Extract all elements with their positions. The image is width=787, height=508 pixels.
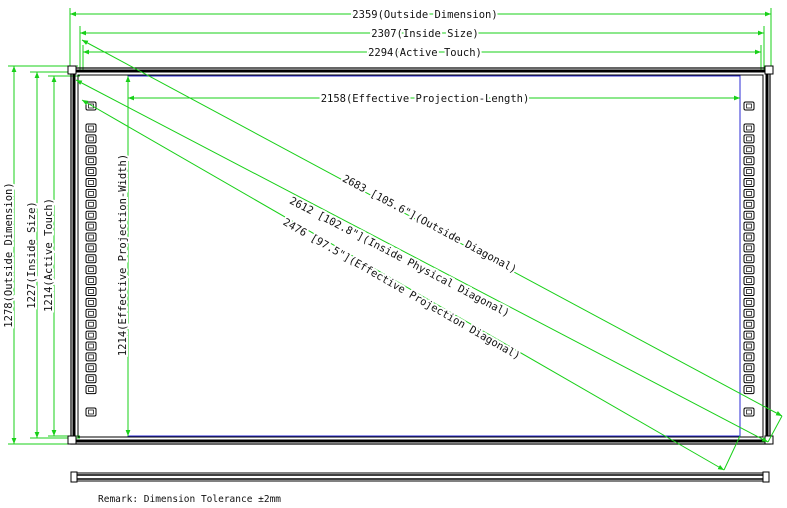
whiteboard-frame	[67, 65, 774, 445]
sensor-icon	[85, 254, 97, 264]
sensor-icon	[743, 297, 755, 307]
sensor-icon	[743, 210, 755, 220]
projection-diagonal-label: 2476 [97.5"](Effective Projection Diagon…	[281, 216, 522, 362]
sensor-icon	[743, 156, 755, 166]
sensor-icon	[85, 287, 97, 296]
sensor-icon	[85, 385, 97, 395]
sensor-icon	[743, 232, 755, 242]
sensor-icon	[743, 254, 755, 264]
sensor-icon	[743, 308, 755, 318]
sensor-icon	[85, 210, 97, 220]
sensor-icon	[85, 134, 97, 144]
sensor-icon	[85, 199, 97, 209]
sensor-icon	[743, 276, 755, 286]
sensor-icon	[85, 276, 97, 286]
sensor-icon	[743, 167, 755, 177]
side-profile-view	[70, 471, 770, 483]
sensor-icon	[743, 407, 755, 417]
sensor-icon	[743, 385, 755, 395]
sensor-icon	[85, 156, 97, 166]
sensor-icon	[85, 178, 97, 187]
outside-diagonal-label: 2683 [105.6"](Outside Diagonal)	[340, 173, 518, 276]
sensor-icon	[85, 374, 97, 384]
outside-width-label: 2359(Outside Dimension)	[352, 9, 497, 21]
sensor-icon	[743, 199, 755, 209]
sensor-icon	[743, 134, 755, 144]
inside-diagonal-line	[75, 79, 769, 443]
sensor-icon	[743, 363, 755, 373]
sensor-icon	[743, 188, 755, 198]
outside-height-label: 1278(Outside Dimension)	[3, 182, 15, 327]
sensor-icon	[85, 341, 97, 351]
projection-diagonal-line	[81, 99, 725, 471]
inside-width-label: 2307(Inside Size)	[371, 28, 478, 40]
sensor-icon	[85, 243, 97, 253]
sensor-icon	[743, 374, 755, 384]
active-height-label: 1214(Active Touch)	[43, 198, 55, 312]
sensor-icon	[85, 319, 97, 329]
sensor-icon	[743, 145, 755, 155]
sensor-icon	[743, 123, 755, 133]
projection-width-label: 1214(Effective Projection-Width)	[117, 154, 129, 356]
sensor-icon	[743, 221, 755, 231]
sensor-icon	[85, 145, 97, 155]
sensor-icon	[743, 352, 755, 362]
projection-length-label: 2158(Effective Projection-Length)	[321, 93, 530, 105]
sensor-icon	[85, 123, 97, 133]
inside-height-label: 1227(Inside Size)	[26, 201, 38, 308]
sensor-icon	[85, 188, 97, 198]
sensor-icon	[85, 232, 97, 242]
active-width-label: 2294(Active Touch)	[368, 47, 482, 59]
sensor-icon	[85, 167, 97, 177]
sensor-icon	[743, 319, 755, 329]
sensor-icon	[85, 308, 97, 318]
sensor-icon	[85, 330, 97, 340]
sensor-icon	[743, 178, 755, 187]
sensor-column-left	[85, 101, 97, 417]
sensor-icon	[743, 265, 755, 275]
sensor-icon	[743, 243, 755, 253]
sensor-column-right	[743, 101, 755, 417]
sensor-icon	[743, 341, 755, 351]
sensor-icon	[85, 297, 97, 307]
tolerance-remark: Remark: Dimension Tolerance ±2mm	[98, 494, 281, 505]
sensor-icon	[743, 330, 755, 340]
sensor-icon	[85, 221, 97, 231]
sensor-icon	[85, 265, 97, 275]
projection-area	[127, 75, 741, 437]
sensor-icon	[743, 101, 755, 111]
sensor-icon	[743, 287, 755, 296]
sensor-icon	[85, 352, 97, 362]
sensor-icon	[85, 407, 97, 417]
sensor-icon	[85, 363, 97, 373]
